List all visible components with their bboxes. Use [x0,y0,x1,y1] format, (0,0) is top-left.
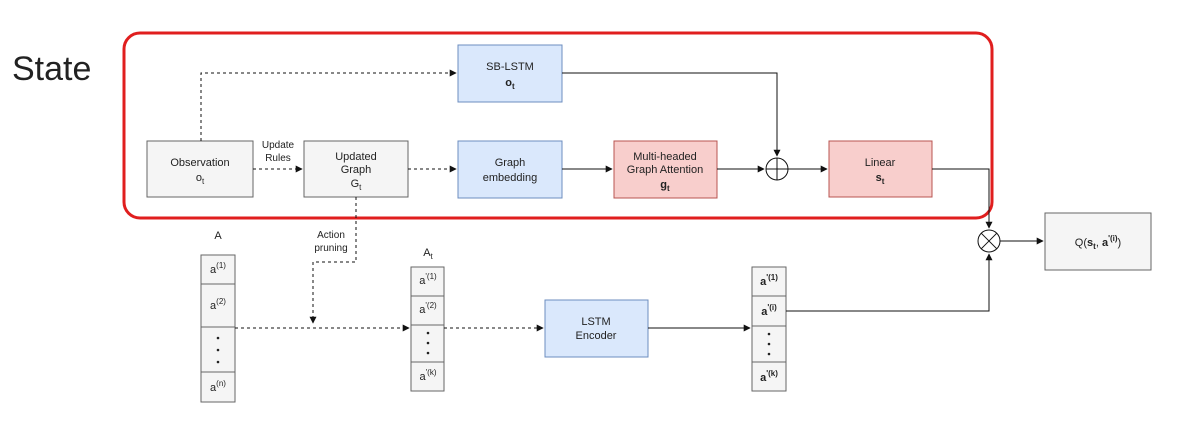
sum-operator [765,157,789,181]
edges [200,69,1044,332]
observation-node: Observation ot [146,140,254,198]
column-at: a'(1) a'(2) a'(k) [410,266,445,392]
column-at-cell-1: a'(1) [419,272,437,287]
graph-attention-label-2: Graph Attention [627,164,703,176]
sb-lstm-label: SB-LSTM [486,61,534,73]
updated-graph-label-1: Updated [335,151,377,163]
graph-attention-label-1: Multi-headed [633,151,697,163]
sb-lstm-symbol: ot [505,77,515,91]
column-a-cell-1: a(1) [210,261,226,276]
lstm-encoder-label-1: LSTM [581,316,610,328]
column-a-dots [216,336,220,364]
lstm-encoder-label-2: Encoder [576,330,617,342]
graph-embedding-label-2: embedding [483,172,537,184]
action-pruning-label-1: Action [317,230,345,241]
q-value-label: Q(st, a'(i)) [1075,234,1121,251]
updated-graph-label-2: Graph [341,164,372,176]
lstm-encoder-node: LSTM Encoder [544,299,649,358]
edge-observation-to-sb-lstm [200,69,457,141]
column-a-cell-n: a(n) [210,379,226,394]
edge-linear-to-product [932,168,993,229]
update-rules-label-1: Update [262,140,295,151]
sb-lstm-node: SB-LSTM ot [457,44,563,103]
graph-embedding-node: Graph embedding [457,140,563,199]
edge-encoded-to-product [786,253,993,312]
column-at-cell-k: a'(k) [420,368,437,383]
column-encoded-dots [767,332,771,356]
column-at-title: At [423,247,433,261]
observation-label: Observation [170,157,229,169]
column-a: a(1) a(2) a(n) [200,254,236,403]
updated-graph-symbol: Gt [351,178,363,192]
column-encoded: a'(1) a'(i) a'(k) [751,266,787,392]
graph-attention-node: Multi-headed Graph Attention gt [613,140,718,199]
updated-graph-node: Updated Graph Gt [303,140,409,198]
edge-action-pruning [309,197,357,324]
state-region [122,31,994,220]
column-encoded-cell-i: a'(i) [761,303,777,318]
update-rules-label-2: Rules [265,153,291,164]
column-at-cell-2: a'(2) [419,301,437,316]
q-value-node: Q(st, a'(i)) [1044,212,1152,271]
column-encoded-cell-k: a'(k) [760,369,778,384]
linear-label: Linear [865,157,896,169]
linear-node: Linear st [828,140,933,198]
graph-attention-symbol: gt [660,179,670,193]
edge-sb-lstm-to-sum [562,72,781,157]
column-encoded-cell-1: a'(1) [760,273,778,288]
column-at-dots [426,331,430,355]
linear-symbol: st [876,172,885,186]
product-operator [977,229,1001,253]
graph-embedding-label-1: Graph [495,157,526,169]
state-label: State [12,50,91,88]
observation-symbol: ot [196,172,205,186]
column-a-title: A [214,230,222,242]
column-a-cell-2: a(2) [210,297,226,312]
action-pruning-label-2: pruning [314,243,347,254]
